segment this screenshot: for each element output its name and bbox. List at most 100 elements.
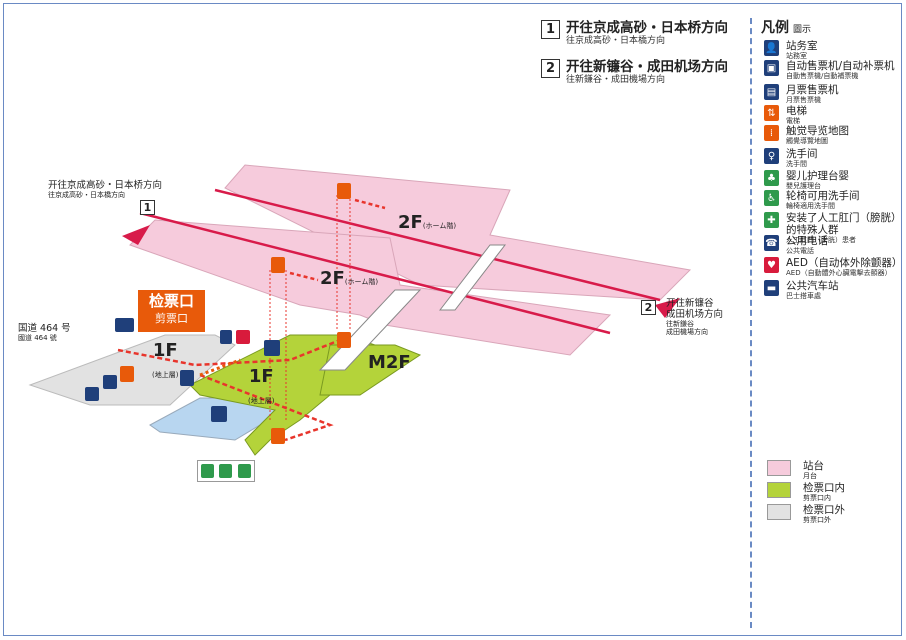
tactile-map-icon: ⁞ xyxy=(764,125,779,141)
route-464-label: 国道 464 号 國道 464 號 xyxy=(18,323,71,342)
track-arrow-right xyxy=(655,298,680,318)
staff-room-icon: 👤 xyxy=(764,40,779,56)
map-direction-2-title-2: 成田机场方向 xyxy=(666,309,724,320)
legend-sublabel: AED（自動體外心臟電擊去顫器） xyxy=(786,269,892,277)
bus-stop-icon: ▬ xyxy=(764,280,779,296)
legend-label: 站务室 xyxy=(786,40,818,52)
legend-label: 轮椅可用洗手间 xyxy=(786,190,860,202)
zone-label: 检票口内 xyxy=(803,482,845,494)
track-arrow-left xyxy=(122,225,150,245)
legend-item-baby-care: ♣ 婴儿护理台婴嬰兒護理台 xyxy=(764,170,849,190)
legend-item-phone: ☎公用电话公共電話 xyxy=(764,235,828,255)
ticket-gate-title: 检票口 xyxy=(148,292,194,310)
map-gate-line xyxy=(199,358,241,377)
map-ticket-machine-icon-2 xyxy=(264,340,280,356)
zone-label: 站台 xyxy=(803,460,824,472)
legend-sublabel: 巴士搭車處 xyxy=(786,292,821,300)
route-464-subtitle: 國道 464 號 xyxy=(18,334,57,342)
legend-divider xyxy=(750,18,752,628)
legend-item-ostomate: ✚ 安装了人工肛门（膀胱）的特殊人群人工肛門（膀胱）患者 xyxy=(764,212,906,244)
direction-2-number: 2 xyxy=(541,59,560,78)
aed-icon: ♥ xyxy=(764,257,779,273)
ostomate-icon: ✚ xyxy=(764,212,779,228)
accessible-route xyxy=(117,338,341,367)
legend-item-bus-stop: ▬ 公共汽车站巴士搭車處 xyxy=(764,280,839,300)
legend-label: 电梯 xyxy=(786,105,807,117)
legend-label: 洗手间 xyxy=(786,148,818,160)
baby-care-icon: ♣ xyxy=(764,170,779,186)
platform-route-1 xyxy=(354,198,386,210)
legend-title-sub: 圖示 xyxy=(793,25,812,35)
legend-sublabel: 輪椅適用洗手間 xyxy=(786,202,835,210)
legend-sublabel: 電梯 xyxy=(786,117,800,125)
legend-label: 月票售票机 xyxy=(786,84,839,96)
zone-swatch xyxy=(767,460,791,476)
legend-item-wheelchair: ♿ 轮椅可用洗手间輪椅適用洗手間 xyxy=(764,190,860,210)
map-restroom-icon xyxy=(211,406,227,422)
legend-sublabel: 嬰兒護理台 xyxy=(786,182,821,190)
map-phone-icon xyxy=(220,330,232,344)
map-direction-2-title: 开往新镰谷 xyxy=(666,298,714,309)
map-direction-1-label: 开往京成高砂・日本桥方向 往京成高砂・日本橋方向 xyxy=(48,180,162,199)
floor-1f-inside: 1F(地上層) xyxy=(248,366,274,408)
zone-label: 检票口外 xyxy=(803,504,845,516)
zone-swatch xyxy=(767,504,791,520)
floor-1f-inside-title: 1F xyxy=(248,366,274,387)
legend-item-restroom: ♀洗手间洗手間 xyxy=(764,148,818,168)
map-tactile-map-icon xyxy=(120,366,134,382)
ticket-machine-icon: ▣ xyxy=(764,60,779,76)
stairs-upper xyxy=(438,244,507,311)
map-elevator-icon-4 xyxy=(271,428,285,444)
map-pass-machine-icon xyxy=(85,387,99,401)
legend-sublabel: 人工肛門（膀胱）患者 xyxy=(786,236,856,244)
map-direction-2-marker: 2 xyxy=(641,300,656,315)
map-staff-room-icon xyxy=(180,370,194,386)
map-direction-2-subtitle-2: 成田機場方向 xyxy=(666,328,708,336)
map-aed-icon xyxy=(236,330,250,344)
direction-1-title: 开往京成高砂・日本桥方向 xyxy=(566,20,728,36)
zone-legend-item: 站台月台 xyxy=(767,460,824,480)
legend-item-staff-room: 👤站务室站務室 xyxy=(764,40,818,60)
wheelchair-icon xyxy=(219,464,233,478)
floor-2f-lower-sub: (ホーム階) xyxy=(344,278,379,286)
direction-2-title: 开往新镰谷・成田机场方向 xyxy=(566,59,728,75)
restroom-icon: ♀ xyxy=(764,148,779,164)
accessible-route-2 xyxy=(199,373,334,442)
zone-sublabel: 剪票口内 xyxy=(803,494,831,502)
legend-label: 公共汽车站 xyxy=(786,280,839,292)
floor-2f-upper-title: 2F xyxy=(398,212,423,233)
stairs-main xyxy=(318,289,422,371)
legend-item-tactile-map: ⁞触觉导览地图觸覺導覽地圖 xyxy=(764,125,849,145)
legend-item-elevator: ⇅电梯電梯 xyxy=(764,105,807,125)
legend-item-ticket-machine: ▣自动售票机/自动补票机自動售票機/自動補票機 xyxy=(764,60,895,80)
floor-1f-outside-sub: (地上層) xyxy=(152,371,179,379)
legend-label: AED（自动体外除颤器） xyxy=(786,257,903,269)
legend-label: 婴儿护理台婴 xyxy=(786,170,849,182)
floor-1f-outside: 1F (地上層) xyxy=(152,340,178,382)
ticket-gate-callout: 检票口 剪票口 xyxy=(138,290,205,332)
map-elevator-icon-2 xyxy=(271,257,285,273)
platform-lower xyxy=(129,219,612,356)
floor-2f-lower-title: 2F xyxy=(320,268,345,289)
floor-m2f: M2F xyxy=(368,352,411,373)
zone-sublabel: 月台 xyxy=(803,472,817,480)
map-frame xyxy=(3,3,902,636)
legend-label: 安装了人工肛门（膀胱）的特殊人群 xyxy=(786,212,902,236)
direction-1-header: 1 开往京成高砂・日本桥方向 往京成高砂・日本橋方向 xyxy=(541,20,728,47)
route-464-title: 国道 464 号 xyxy=(18,323,71,334)
map-direction-1-marker: 1 xyxy=(140,200,155,215)
floor-1f-outside-title: 1F xyxy=(152,340,178,361)
zone-sublabel: 剪票口外 xyxy=(803,516,831,524)
legend-item-aed: ♥ AED（自动体外除颤器）AED（自動體外心臟電擊去顫器） xyxy=(764,257,902,277)
direction-2-subtitle: 往新鎌谷・成田機場方向 xyxy=(566,75,666,85)
zone-swatch xyxy=(767,482,791,498)
ostomate-icon xyxy=(238,464,252,478)
direction-1-number: 1 xyxy=(541,20,560,39)
legend-sublabel: 自動售票機/自動補票機 xyxy=(786,72,859,80)
map-ticket-machine-icon xyxy=(103,375,117,389)
direction-1-subtitle: 往京成高砂・日本橋方向 xyxy=(566,36,666,46)
pass-machine-icon: ▤ xyxy=(764,84,779,100)
wheelchair-icon: ♿ xyxy=(764,190,779,206)
floor-2f-lower: 2F(ホーム階) xyxy=(320,268,378,289)
